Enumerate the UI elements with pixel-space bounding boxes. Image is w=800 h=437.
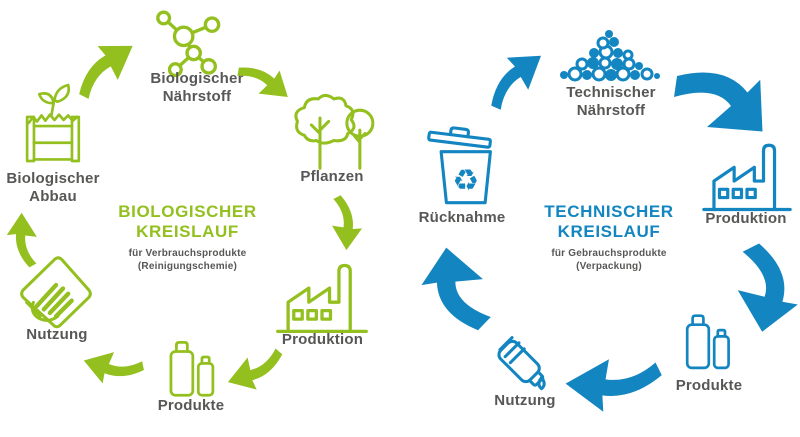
technical-cycle-subtitle: für Gebrauchsprodukte (Verpackung): [520, 247, 698, 273]
title-line2: KREISLAUF: [136, 222, 239, 241]
flow-arrow-produktion-to-produkte: [724, 236, 800, 339]
title-line2: KREISLAUF: [557, 222, 661, 241]
subtitle-line1: für Verbrauchsprodukte: [128, 248, 247, 259]
node-label-produktion-tech: Produktion: [705, 210, 787, 227]
subtitle-line1: für Gebrauchsprodukte: [551, 248, 667, 259]
flow-arrow-produkte-to-nutzung: [560, 350, 667, 428]
granulate-pile-icon: [556, 26, 666, 84]
technical-cycle-title: TECHNISCHER KREISLAUF: [520, 202, 698, 242]
biological-cycle-subtitle: für Verbrauchsprodukte (Reinigungschemie…: [100, 247, 275, 273]
flow-arrow-produkte-to-nutzung: [75, 340, 150, 403]
flow-arrow-nutzung-to-ruecknahme: [411, 240, 498, 342]
node-label-produktion-bio: Produktion: [281, 331, 364, 348]
molecule-icon: [146, 8, 238, 78]
subtitle-line2: (Reinigungschemie): [137, 261, 238, 272]
node-label-produkte-tech: Produkte: [675, 377, 743, 394]
recycling-bin-icon: [420, 118, 508, 210]
subtitle-line2: (Verpackung): [576, 261, 642, 272]
trees-icon: [284, 92, 382, 170]
node-label-nutzung-tech: Nutzung: [494, 392, 556, 409]
node-label-produkte-bio: Produkte: [157, 397, 225, 414]
bottles-icon: [680, 308, 734, 372]
flow-arrow-pflanzen-to-produktion: [327, 193, 371, 253]
node-label-ruecknahme: Rücknahme: [418, 209, 506, 226]
pouring-bottle-icon: [474, 322, 564, 400]
flow-arrow-nutzung-to-abbau: [0, 211, 41, 270]
flow-arrow-produktion-to-produkte: [220, 343, 295, 406]
factory-icon: [274, 257, 370, 337]
node-label-biologischer-abbau: Biologischer Abbau: [6, 170, 100, 205]
bottles-icon: [163, 336, 219, 398]
node-label-technischer-naehrstoff: Technischer Nährstoff: [566, 84, 656, 119]
factory-icon: [700, 137, 794, 215]
node-label-nutzung-bio: Nutzung: [26, 326, 88, 343]
title-line1: BIOLOGISCHER: [118, 202, 257, 221]
node-label-biologischer-naehrstoff: Biologischer Nährstoff: [150, 70, 244, 105]
title-line1: TECHNISCHER: [544, 202, 674, 221]
node-label-pflanzen: Pflanzen: [300, 168, 364, 185]
biological-cycle-title: BIOLOGISCHER KREISLAUF: [100, 202, 275, 242]
flow-arrow-ruecknahme-to-naehrstoff: [467, 32, 557, 118]
